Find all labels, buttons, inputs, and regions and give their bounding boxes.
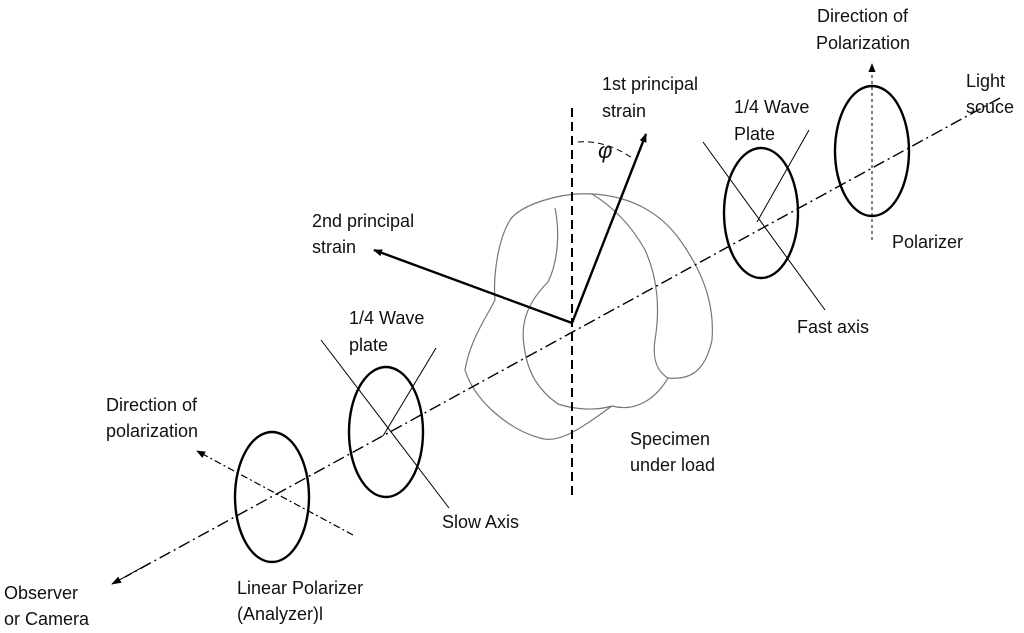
first-principal-label-2: strain — [602, 101, 646, 121]
light-source-label-1: Light — [966, 71, 1005, 91]
second-principal-label-1: 2nd principal — [312, 211, 414, 231]
right-wave-plate-label-2: Plate — [734, 124, 775, 144]
right-wave-plate — [702, 129, 826, 311]
right-wave-plate-label-1: 1/4 Wave — [734, 97, 809, 117]
specimen-label-1: Specimen — [630, 429, 710, 449]
analyzer-ellipse — [233, 430, 311, 564]
fast-axis-label: Fast axis — [797, 317, 869, 337]
analyzer-label-2: (Analyzer)l — [237, 604, 323, 624]
left-wave-plate — [320, 339, 450, 509]
optical-axis — [124, 97, 1001, 578]
right-polarizer — [833, 63, 911, 240]
specimen-outline-back — [464, 193, 713, 440]
direction-left-label-1: Direction of — [106, 395, 198, 415]
left-wave-plate-label-2: plate — [349, 335, 388, 355]
specimen-outline-front — [522, 207, 613, 410]
polarizer-label: Polarizer — [892, 232, 963, 252]
observer-label-2: or Camera — [4, 609, 90, 629]
labels: Direction of Polarization Light souce 1s… — [4, 6, 1014, 629]
specimen-label-2: under load — [630, 455, 715, 475]
right-plate-slow-line — [756, 129, 810, 223]
observer-label-1: Observer — [4, 583, 78, 603]
analyzer-polarization-arrow — [196, 450, 354, 536]
direction-left-label-2: polarization — [106, 421, 198, 441]
phi-label: φ — [598, 138, 612, 163]
left-plate-fast-line — [382, 347, 437, 437]
slow-axis-line — [320, 339, 450, 509]
analyzer-label-1: Linear Polarizer — [237, 578, 363, 598]
first-principal-label-1: 1st principal — [602, 74, 698, 94]
phi-angle-arc — [577, 141, 633, 159]
light-source-label-2: souce — [966, 97, 1014, 117]
observer-arrow — [111, 562, 151, 585]
left-wave-plate-label-1: 1/4 Wave — [349, 308, 424, 328]
second-principal-strain-arrow — [373, 248, 573, 325]
analyzer — [196, 430, 354, 564]
direction-top-label-1: Direction of — [817, 6, 909, 26]
specimen — [464, 193, 713, 440]
direction-top-label-2: Polarization — [816, 33, 910, 53]
fast-axis-line — [702, 141, 826, 311]
first-principal-strain-arrow — [570, 133, 648, 324]
slow-axis-label: Slow Axis — [442, 512, 519, 532]
right-wave-plate-ellipse — [722, 146, 800, 280]
left-wave-plate-ellipse — [347, 365, 425, 499]
specimen-outline-inner — [591, 193, 669, 379]
second-principal-label-2: strain — [312, 237, 356, 257]
